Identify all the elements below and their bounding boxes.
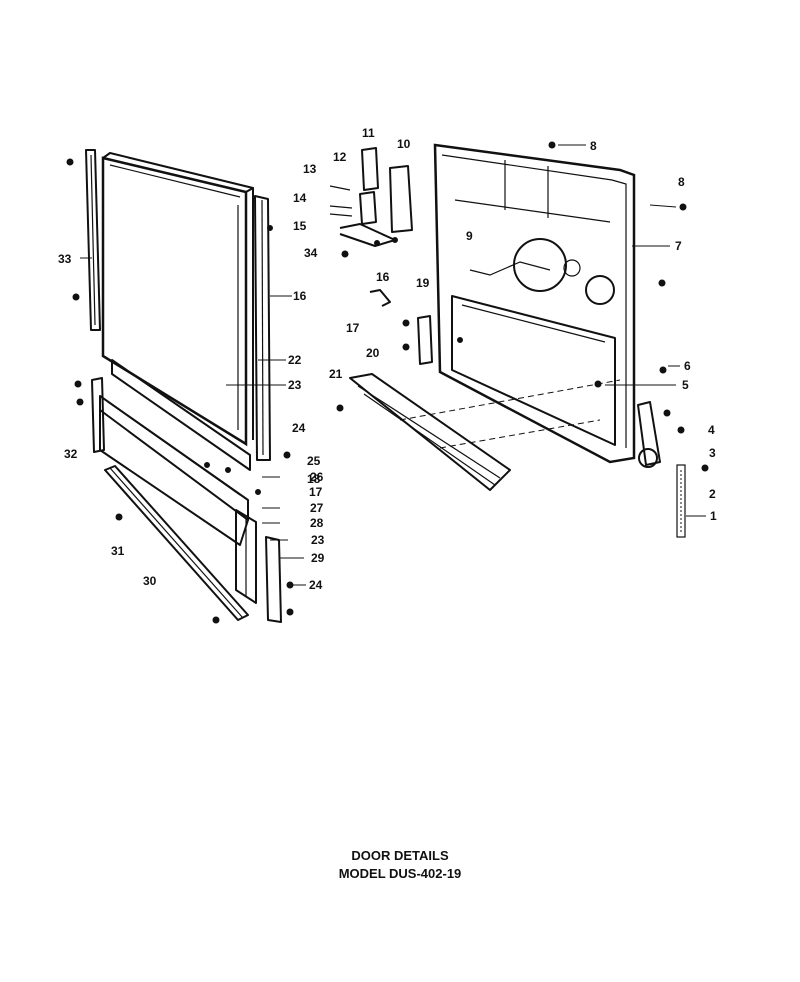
callout-13: 13 [303, 162, 317, 176]
left-bracket [91, 377, 105, 453]
callout-labels: 1 2 3 4 5 6 7 8 8 9 10 11 12 13 14 15 16… [58, 126, 717, 592]
callout-32: 32 [64, 447, 78, 461]
lower-right-trim [265, 536, 282, 623]
callout-3: 3 [709, 446, 716, 460]
callout-30: 30 [143, 574, 157, 588]
callout-22: 22 [288, 353, 302, 367]
callout-28: 28 [310, 516, 324, 530]
callout-34: 34 [304, 246, 318, 260]
dispenser-area [469, 238, 615, 305]
lower-door-trim [99, 359, 251, 546]
callout-4: 4 [708, 423, 715, 437]
callout-16b: 16 [376, 270, 390, 284]
callout-18: 18 [307, 472, 321, 486]
left-trim-strip [85, 149, 101, 331]
diagram-title: DOOR DETAILS [351, 848, 449, 863]
hinge-parts [329, 147, 413, 307]
callout-6: 6 [684, 359, 691, 373]
outer-door-panel [101, 152, 254, 447]
callout-15: 15 [293, 219, 307, 233]
callout-29: 29 [311, 551, 325, 565]
callout-16a: 16 [293, 289, 307, 303]
callout-5: 5 [682, 378, 689, 392]
callout-20: 20 [366, 346, 380, 360]
callout-23b: 23 [311, 533, 325, 547]
lower-trough [349, 373, 621, 491]
leader-lines [80, 144, 706, 586]
callout-19: 19 [416, 276, 430, 290]
model-number: MODEL DUS-402-19 [338, 866, 462, 881]
callout-21: 21 [329, 367, 343, 381]
callout-1: 1 [710, 509, 717, 523]
kick-panel [235, 509, 257, 604]
callout-24b: 24 [309, 578, 323, 592]
inner-door-frame [433, 143, 636, 464]
callout-8b: 8 [678, 175, 685, 189]
callout-33: 33 [58, 252, 72, 266]
callout-24a: 24 [292, 421, 306, 435]
callout-7: 7 [675, 239, 682, 253]
screws-right [336, 141, 709, 472]
inner-tub-panel [451, 295, 616, 446]
callout-23a: 23 [288, 378, 302, 392]
callout-17b: 17 [309, 485, 323, 499]
bottom-seal-strip [104, 465, 249, 621]
callout-27: 27 [310, 501, 324, 515]
callout-31: 31 [111, 544, 125, 558]
callout-14: 14 [293, 191, 307, 205]
bracket-19 [417, 315, 433, 365]
screws-left [66, 158, 294, 624]
callout-11: 11 [362, 126, 375, 140]
callout-25: 25 [307, 454, 321, 468]
callout-10: 10 [397, 137, 411, 151]
callout-2: 2 [709, 487, 716, 501]
hinge-spring [637, 401, 686, 538]
callout-12: 12 [333, 150, 347, 164]
callout-26: 26 [310, 470, 324, 484]
callout-17a: 17 [346, 321, 360, 335]
callout-9: 9 [466, 229, 473, 243]
callout-8a: 8 [590, 139, 597, 153]
right-vertical-trim [254, 195, 271, 461]
